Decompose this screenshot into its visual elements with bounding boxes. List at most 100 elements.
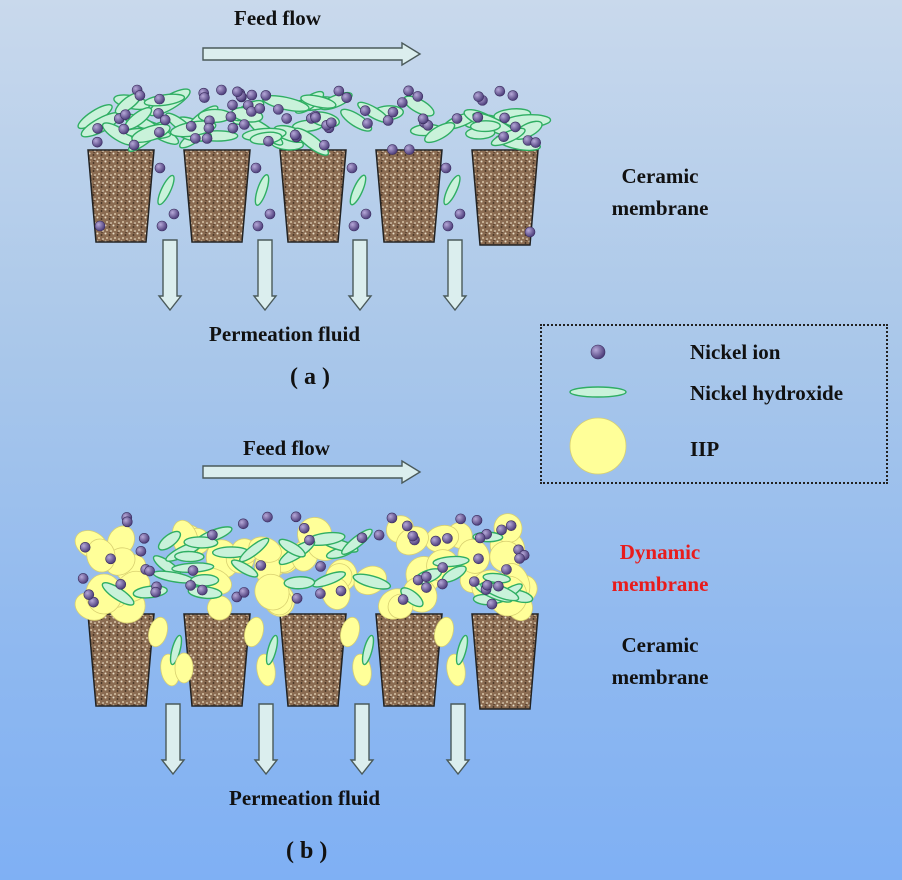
nickel-ion-particle [154, 126, 165, 138]
nickel-ion-particle [440, 162, 452, 174]
nickel-hydroxide-particle [569, 386, 627, 398]
nickel-ion-particle [382, 115, 394, 126]
nickel-ion-particle [387, 106, 399, 118]
ceramic-block [279, 613, 347, 707]
nickel-hydroxide-particle [455, 634, 469, 666]
nickel-ion-particle [404, 144, 415, 155]
nickel-ion-particle [185, 580, 196, 591]
ceramic-block [471, 613, 539, 710]
nickel-ion-particle [362, 118, 373, 129]
legend-graphics [569, 344, 627, 475]
nickel-ion-particle [92, 123, 103, 134]
nickel-ion-particle [468, 576, 480, 587]
permeation-fluid-label-b: Permeation fluid [229, 786, 381, 810]
nickel-hydroxide-particle [400, 587, 424, 608]
nickel-ion-particle [185, 121, 197, 132]
nickel-ion-particle [437, 578, 448, 590]
nickel-hydroxide-particle [469, 120, 501, 133]
nickel-hydroxide-particle [183, 536, 219, 549]
nickel-ion-particle [474, 532, 486, 544]
legend-label-iip: IIP [690, 437, 720, 461]
nickel-ion-particle [407, 530, 419, 542]
ceramic-label-line1: Ceramic [621, 164, 699, 188]
iip-particle [148, 616, 168, 648]
panel-a-graphics [77, 41, 552, 312]
nickel-ion-particle [590, 344, 606, 360]
nickel-ion-particle [199, 92, 210, 103]
nickel-ion-particle [333, 85, 345, 97]
feed-flow-label-b: Feed flow [243, 436, 330, 460]
nickel-ion-particle [501, 564, 512, 575]
panel-tag-b: ( b ) [286, 838, 328, 864]
nickel-ion-particle [153, 108, 164, 119]
nickel-ion-particle [187, 565, 199, 576]
nickel-hydroxide-particle [157, 174, 175, 206]
nickel-hydroxide-particle [254, 174, 270, 206]
nickel-ion-particle [421, 582, 432, 593]
nickel-ion-particle [335, 585, 347, 597]
nickel-ion-particle [482, 579, 493, 591]
nickel-ion-particle [156, 220, 168, 232]
feed-flow-arrow [202, 41, 422, 67]
permeation-arrow [252, 239, 278, 312]
feed-flow-label-a: Feed flow [234, 6, 321, 30]
nickel-ion-particle [134, 90, 146, 101]
nickel-ion-particle [397, 594, 409, 605]
nickel-ion-particle [252, 220, 264, 232]
nickel-ion-particle [507, 90, 519, 101]
nickel-ion-particle [168, 208, 180, 220]
nickel-ion-particle [115, 579, 127, 590]
nickel-hydroxide-particle [283, 576, 316, 590]
nickel-ion-particle [417, 113, 429, 125]
nickel-ion-particle [201, 133, 213, 144]
nickel-ion-particle [359, 105, 371, 116]
nickel-ion-particle [118, 123, 130, 135]
nickel-ion-particle [494, 85, 506, 97]
nickel-hydroxide-particle [361, 634, 375, 666]
panel-b-graphics [74, 459, 539, 776]
nickel-ion-particle [386, 512, 398, 524]
permeation-arrow [157, 239, 183, 312]
nickel-ion-particle [105, 553, 116, 565]
nickel-ion-particle [150, 586, 161, 598]
ceramic-label-line2: membrane [611, 196, 709, 220]
nickel-ion-particle [289, 129, 301, 141]
nickel-ion-particle [455, 513, 466, 525]
permeation-arrow [253, 703, 279, 776]
nickel-ion-particle [138, 533, 150, 544]
nickel-hydroxide-particle [349, 174, 367, 206]
nickel-hydroxide-particle [174, 550, 205, 563]
ceramic-membrane-label-a: Ceramic membrane [592, 160, 728, 224]
nickel-hydroxide-particle [352, 573, 392, 590]
nickel-ion-particle [472, 112, 484, 123]
dynamic-label-line2: membrane [611, 572, 709, 596]
iip-particle [207, 595, 233, 621]
nickel-ion-particle [524, 226, 536, 238]
permeation-arrow [347, 239, 373, 312]
iip-particle [340, 616, 360, 648]
nickel-ion-particle [430, 535, 442, 547]
nickel-ion-particle [473, 553, 484, 565]
nickel-ion-particle [499, 112, 510, 124]
ceramic-block [183, 149, 251, 243]
nickel-ion-particle [273, 104, 284, 115]
nickel-ion-particle [319, 139, 330, 151]
legend-label-nickel-hydroxide: Nickel hydroxide [690, 381, 844, 405]
nickel-ion-particle [263, 135, 274, 147]
nickel-ion-particle [530, 137, 542, 148]
nickel-ion-particle [94, 220, 106, 232]
nickel-ion-particle [401, 520, 413, 532]
nickel-ion-particle [77, 573, 89, 584]
nickel-ion-particle [451, 113, 463, 124]
nickel-hydroxide-particle [424, 122, 456, 144]
nickel-ion-particle [239, 119, 250, 130]
nickel-hydroxide-particle [300, 94, 337, 109]
nickel-ion-particle [260, 90, 272, 101]
nickel-ion-particle [486, 598, 498, 610]
nickel-ion-particle [310, 112, 321, 123]
nickel-ion-particle [225, 111, 237, 123]
nickel-ion-particle [421, 571, 432, 583]
nickel-ion-particle [159, 114, 171, 126]
nickel-ion-particle [298, 523, 310, 534]
